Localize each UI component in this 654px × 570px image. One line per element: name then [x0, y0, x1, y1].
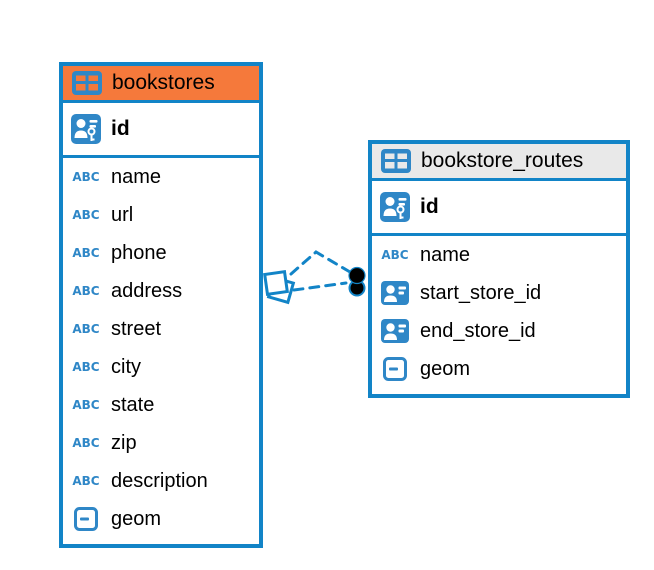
table-bookstore-routes[interactable]: bookstore_routes id ABC name	[368, 140, 630, 398]
column-row[interactable]: ABC phone	[63, 234, 259, 272]
relationship-line[interactable]	[292, 281, 348, 292]
relationship-line[interactable]	[289, 250, 352, 276]
column-row[interactable]: ABC name	[63, 158, 259, 196]
reference-person-icon	[379, 319, 411, 343]
column-name: state	[111, 393, 155, 416]
table-name: bookstore_routes	[421, 149, 584, 172]
column-name: geom	[420, 357, 471, 380]
column-name: end_store_id	[420, 319, 536, 342]
text-abc-icon: ABC	[72, 208, 100, 222]
column-row[interactable]: geom	[63, 500, 259, 538]
column-name: phone	[111, 241, 167, 264]
reference-person-icon	[379, 281, 411, 305]
table-header[interactable]: bookstore_routes	[372, 144, 626, 181]
text-abc-icon: ABC	[72, 170, 100, 184]
column-row[interactable]: geom	[372, 350, 626, 388]
column-list: ABC name start_store_id	[372, 236, 626, 388]
column-name: url	[111, 203, 134, 226]
column-row[interactable]: ABC street	[63, 310, 259, 348]
table-name: bookstores	[112, 71, 215, 94]
text-abc-icon: ABC	[72, 360, 100, 374]
column-row[interactable]: end_store_id	[372, 312, 626, 350]
column-row[interactable]: ABC state	[63, 386, 259, 424]
primary-key-row[interactable]: id	[63, 103, 259, 158]
column-row[interactable]: ABC city	[63, 348, 259, 386]
text-abc-icon: ABC	[72, 284, 100, 298]
text-abc-icon: ABC	[72, 436, 100, 450]
relationship-target-marker[interactable]	[348, 266, 366, 297]
column-name: name	[111, 165, 162, 188]
text-abc-icon: ABC	[381, 248, 409, 262]
person-key-icon	[379, 192, 411, 222]
column-row[interactable]: start_store_id	[372, 274, 626, 312]
column-row[interactable]: ABC url	[63, 196, 259, 234]
column-name: zip	[111, 431, 137, 454]
table-bookstores[interactable]: bookstores id ABC name ABC url ABC	[59, 62, 263, 548]
primary-key-row[interactable]: id	[372, 181, 626, 236]
column-row[interactable]: ABC zip	[63, 424, 259, 462]
primary-key-name: id	[420, 195, 439, 218]
text-abc-icon: ABC	[72, 322, 100, 336]
geometry-icon	[379, 357, 411, 381]
text-abc-icon: ABC	[72, 246, 100, 260]
column-name: description	[111, 469, 208, 492]
column-row[interactable]: ABC name	[372, 236, 626, 274]
text-abc-icon: ABC	[72, 474, 100, 488]
text-abc-icon: ABC	[72, 398, 100, 412]
geometry-icon	[70, 507, 102, 531]
column-name: city	[111, 355, 141, 378]
column-name: street	[111, 317, 162, 340]
column-name: address	[111, 279, 183, 302]
column-row[interactable]: ABC description	[63, 462, 259, 500]
column-list: ABC name ABC url ABC phone ABC address A…	[63, 158, 259, 538]
relationship-source-marker[interactable]	[263, 270, 296, 305]
table-header[interactable]: bookstores	[63, 66, 259, 103]
person-key-icon	[70, 114, 102, 144]
column-name: name	[420, 243, 471, 266]
column-name: start_store_id	[420, 281, 542, 304]
column-name: geom	[111, 507, 162, 530]
column-row[interactable]: ABC address	[63, 272, 259, 310]
table-icon	[380, 149, 412, 173]
primary-key-name: id	[111, 117, 130, 140]
table-icon	[71, 71, 103, 95]
